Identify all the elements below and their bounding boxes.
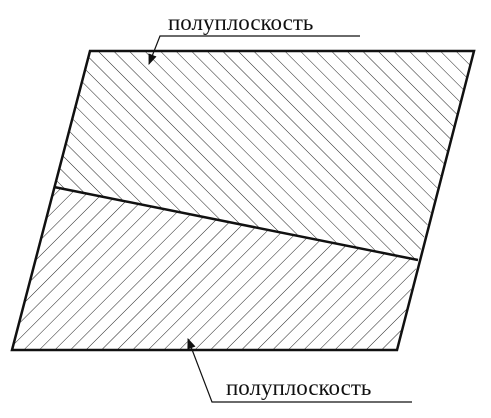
label-bottom-half-plane: полуплоскость — [226, 375, 371, 400]
boundary-line — [53, 185, 419, 262]
lower-half-plane — [12, 187, 418, 350]
plane-outline — [10, 49, 476, 352]
label-top-half-plane: полуплоскость — [168, 10, 313, 35]
leader-line-top — [148, 35, 360, 66]
leader-line-bottom — [187, 337, 412, 403]
